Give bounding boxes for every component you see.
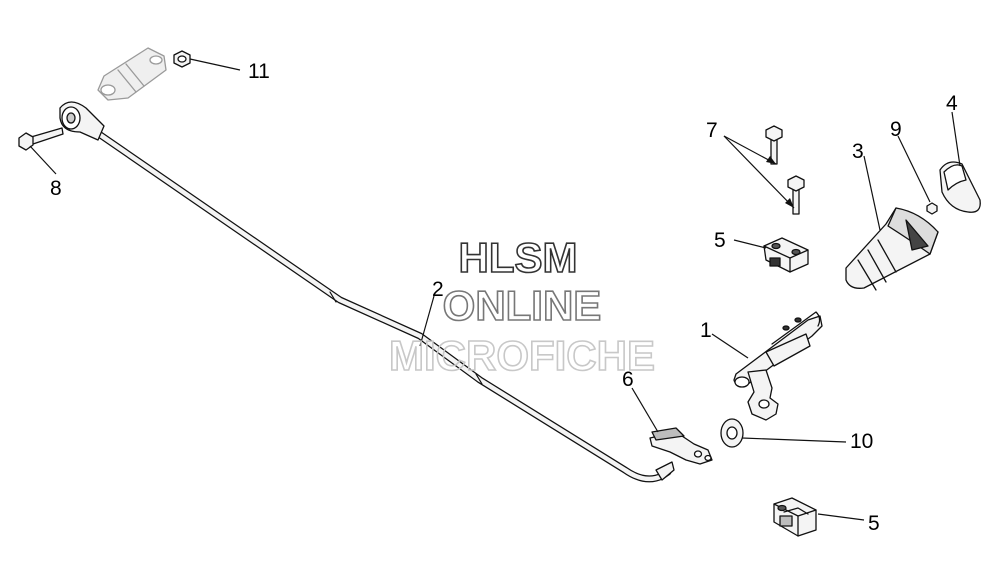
part-3-handle-grip [845,207,939,291]
watermark-line-2: ONLINE [443,282,602,329]
part-10-washer [720,418,744,448]
part-6-clip [649,427,713,465]
part-11-bracket [97,47,167,101]
watermark-line-1: HLSM [459,234,578,281]
callout-6: 6 [622,368,634,391]
part-9-screw [926,202,938,215]
part-2-rod [59,101,675,483]
leader-arrows [766,156,794,208]
part-8-bolt [18,127,64,151]
part-1-lever [733,311,823,421]
callout-9: 9 [890,118,902,141]
callout-3: 3 [852,140,864,163]
part-5-lower-bushing [773,497,817,537]
part-7-bolts [765,125,805,215]
leader-lines [29,58,961,521]
watermark-line-3: MICROFICHE [389,332,655,379]
callout-4: 4 [946,92,958,115]
callout-5-lower: 5 [868,512,880,535]
callout-8: 8 [50,177,62,200]
callout-5-upper: 5 [714,229,726,252]
callout-7: 7 [706,119,718,142]
callout-1: 1 [700,319,712,342]
part-4-cap [939,161,981,213]
callout-10: 10 [850,430,873,453]
callout-11: 11 [248,60,270,83]
part-5-upper-bushing [763,237,809,273]
callout-2: 2 [432,278,444,301]
part-11-nut [173,50,191,68]
